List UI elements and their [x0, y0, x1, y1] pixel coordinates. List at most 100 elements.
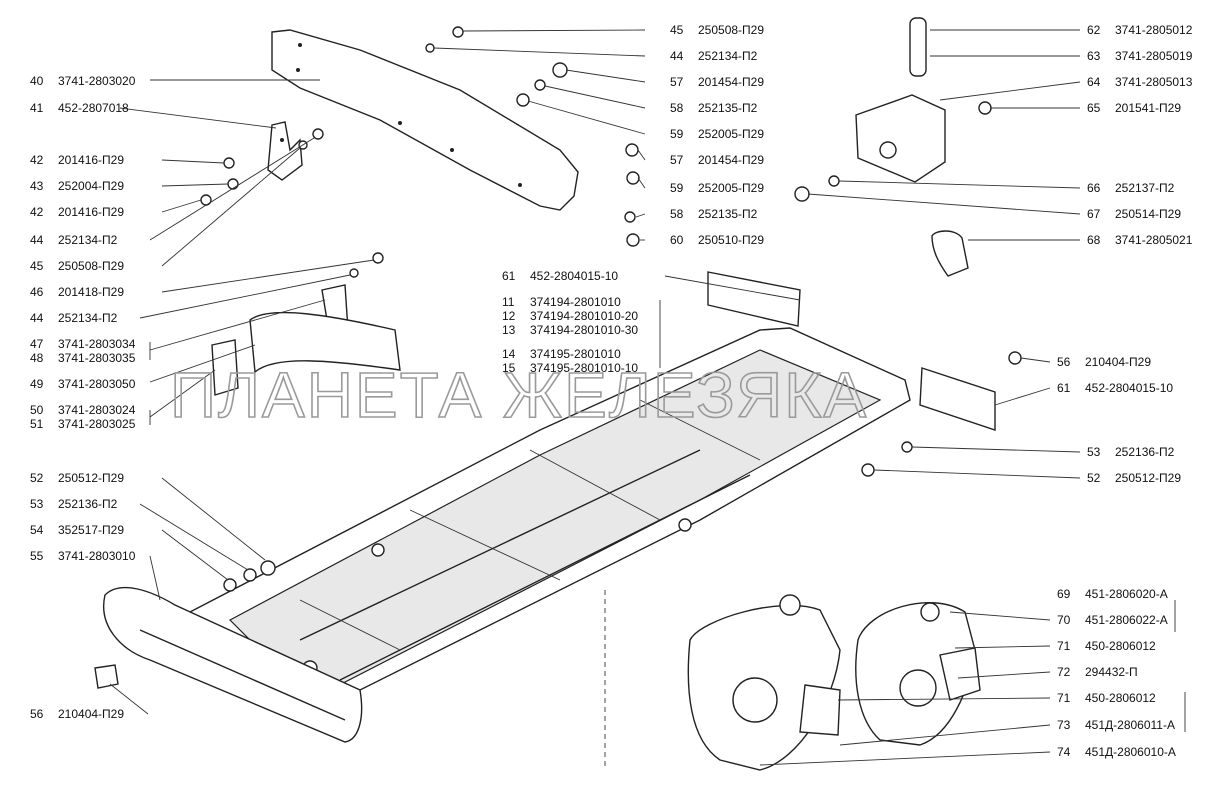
callout-part-code: 3741-2803010	[58, 549, 136, 563]
callout-number: 52	[30, 471, 44, 485]
callout-part-code: 374195-2801010-10	[530, 361, 638, 375]
callout-number: 49	[30, 377, 44, 391]
callout-number: 13	[502, 323, 516, 337]
callout-part-code: 252134-П2	[58, 233, 118, 247]
fasteners-52-54	[94, 560, 276, 689]
callout-number: 52	[1087, 471, 1101, 485]
callout-number: 73	[1057, 718, 1071, 732]
callout-number: 62	[1087, 23, 1101, 37]
callout-number: 53	[30, 497, 44, 511]
tow-hook-left	[687, 594, 841, 771]
callout-part-code: 374194-2801010	[530, 295, 621, 309]
callout-part-code: 250510-П29	[698, 233, 764, 247]
callout-number: 50	[30, 403, 44, 417]
callout-c61b: 61 452-2804015-10	[1057, 381, 1173, 395]
callout-c68: 68 3741-2805021	[1087, 233, 1193, 247]
callout-c58a: 58 252135-П2	[670, 101, 758, 115]
callout-part-code: 201541-П29	[1115, 101, 1181, 115]
callout-number: 69	[1057, 587, 1071, 601]
callout-part-code: 451Д-2806010-А	[1085, 745, 1176, 759]
callout-c43: 43 252004-П29	[30, 179, 124, 193]
callout-number: 66	[1087, 181, 1101, 195]
callout-part-code: 201418-П29	[58, 285, 124, 299]
callout-part-code: 201416-П29	[58, 153, 124, 167]
callout-part-code: 452-2804015-10	[1085, 381, 1173, 395]
bumper-55	[103, 587, 363, 743]
callout-number: 70	[1057, 613, 1071, 627]
callout-c73: 73 451Д-2806011-А	[1057, 718, 1175, 732]
callout-part-code: 3741-2803050	[58, 377, 136, 391]
callout-part-code: 252135-П2	[698, 101, 758, 115]
rear-crossmember-beam	[271, 29, 579, 211]
bracket-64	[855, 94, 992, 183]
callout-part-code: 374195-2801010	[530, 347, 621, 361]
callout-number: 46	[30, 285, 44, 299]
callout-number: 68	[1087, 233, 1101, 247]
callout-part-code: 252136-П2	[58, 497, 118, 511]
callout-c46: 46 201418-П29	[30, 285, 124, 299]
callout-part-code: 252004-П29	[58, 179, 124, 193]
watermark-text: ПЛАНЕТА ЖЕЛЕЗЯКА	[170, 359, 868, 431]
callout-part-code: 451Д-2806011-А	[1085, 718, 1175, 732]
callout-part-code: 3741-2805021	[1115, 233, 1193, 247]
callout-part-code: 210404-П29	[1085, 355, 1151, 369]
callout-part-code: 250508-П29	[698, 23, 764, 37]
callout-number: 51	[30, 417, 44, 431]
callout-part-code: 250514-П29	[1115, 207, 1181, 221]
callout-part-code: 3741-2805019	[1115, 49, 1193, 63]
callout-part-code: 452-2804015-10	[530, 269, 618, 283]
callout-number: 74	[1057, 745, 1071, 759]
callout-number: 48	[30, 351, 44, 365]
callout-number: 61	[1057, 381, 1071, 395]
bracket-41	[267, 121, 303, 181]
callout-part-code: 201416-П29	[58, 205, 124, 219]
callout-c53a: 53 252136-П2	[30, 497, 118, 511]
callout-part-code: 250512-П29	[58, 471, 124, 485]
callout-number: 58	[670, 101, 684, 115]
callout-c49: 49 3741-2803050	[30, 377, 136, 391]
callout-number: 14	[502, 347, 516, 361]
callout-number: 43	[30, 179, 44, 193]
callout-number: 44	[670, 49, 684, 63]
callout-number: 15	[502, 361, 516, 375]
callout-part-code: 3741-2803024	[58, 403, 136, 417]
callout-part-code: 210404-П29	[58, 707, 124, 721]
pin-63	[909, 17, 927, 77]
callout-c52a: 52 250512-П29	[30, 471, 124, 485]
callout-number: 59	[670, 127, 684, 141]
callout-part-code: 451-2806022-А	[1085, 613, 1168, 627]
callout-number: 71	[1057, 691, 1071, 705]
callout-number: 56	[1057, 355, 1071, 369]
callout-part-code: 450-2806012	[1085, 639, 1156, 653]
callout-number: 45	[670, 23, 684, 37]
callout-part-code: 252005-П29	[698, 181, 764, 195]
callout-part-code: 201454-П29	[698, 153, 764, 167]
callout-number: 12	[502, 309, 516, 323]
